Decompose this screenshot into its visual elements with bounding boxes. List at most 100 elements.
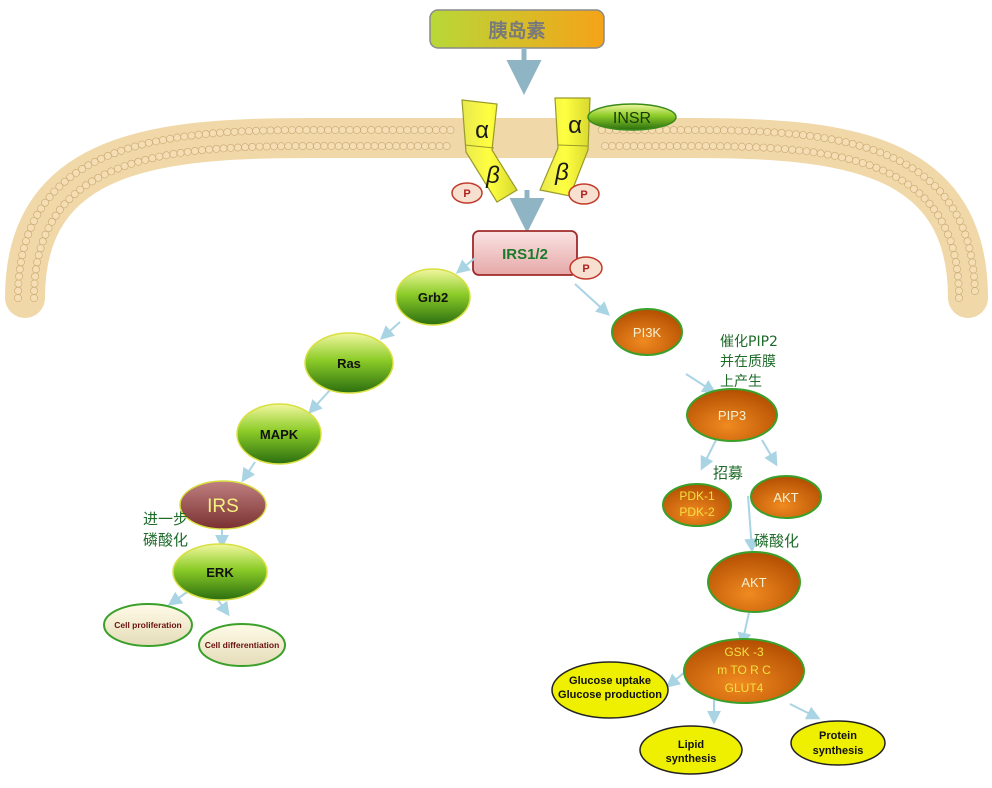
lipid-head xyxy=(709,142,717,150)
lipid-head xyxy=(324,126,332,134)
lipid-head xyxy=(902,160,911,169)
lipid-head xyxy=(694,142,703,150)
lipid-head xyxy=(680,142,689,150)
lipid-head xyxy=(241,143,249,152)
lipid-head xyxy=(114,164,122,173)
lipid-head xyxy=(298,142,307,150)
further-phosphorylation-note: 进一步 磷酸化 xyxy=(143,510,188,549)
lipid-head xyxy=(752,143,761,152)
svg-text:synthesis: synthesis xyxy=(666,753,717,765)
lipid-head xyxy=(741,126,750,135)
lipid-head xyxy=(244,127,253,136)
lipid-head xyxy=(955,293,963,302)
lipid-head xyxy=(713,126,721,135)
svg-text:Protein: Protein xyxy=(819,730,857,742)
lipid-head xyxy=(802,147,811,156)
lipid-head xyxy=(19,244,28,252)
lipid-head xyxy=(788,145,797,154)
lipid-head xyxy=(698,126,707,134)
lipid-head xyxy=(367,126,376,134)
lipid-head xyxy=(954,279,963,288)
lipid-head xyxy=(784,129,793,138)
lipid-head xyxy=(152,137,160,146)
lipid-head xyxy=(889,154,898,162)
lipid-head xyxy=(176,148,185,157)
lipid-head xyxy=(809,148,818,157)
svg-text:synthesis: synthesis xyxy=(813,745,864,757)
lipid-head xyxy=(716,142,725,151)
lipid-head xyxy=(910,184,918,193)
lipid-head xyxy=(630,142,638,150)
lipid-head xyxy=(662,126,671,134)
lipid-head xyxy=(738,142,746,151)
beta-label-left: β xyxy=(485,162,500,189)
lipid-head xyxy=(952,210,961,219)
lipid-head xyxy=(50,187,59,196)
lipid-head xyxy=(14,294,22,302)
lipid-head xyxy=(948,244,957,252)
lipid-head xyxy=(45,193,54,201)
receptor-right-subunit: α β xyxy=(539,97,591,197)
targets-node: GSK -3 m TO R C GLUT4 xyxy=(683,638,805,704)
lipid-head xyxy=(32,265,40,274)
lipid-head xyxy=(637,142,645,150)
lipid-head xyxy=(766,144,775,152)
lipid-head xyxy=(439,126,448,134)
lipid-head xyxy=(162,151,171,160)
lipid-head xyxy=(885,169,894,178)
lipid-head xyxy=(813,132,822,141)
lipid-head xyxy=(872,163,881,172)
lipid-head xyxy=(687,142,696,150)
svg-text:催化PIP2: 催化PIP2 xyxy=(720,334,778,350)
lipid-head xyxy=(930,205,938,214)
svg-text:PDK-1: PDK-1 xyxy=(679,489,715,503)
lipid-head xyxy=(969,265,978,274)
lipid-head xyxy=(958,223,967,232)
lipid-head xyxy=(446,126,455,134)
lipid-head xyxy=(370,142,379,150)
lipid-head xyxy=(48,217,56,226)
lipid-head xyxy=(309,126,318,134)
svg-text:并在质膜: 并在质膜 xyxy=(720,354,776,370)
ras-label: Ras xyxy=(337,356,361,371)
lipid-head xyxy=(70,190,79,198)
lipid-head xyxy=(212,144,221,153)
lipid-head xyxy=(190,147,199,155)
lipid-head xyxy=(31,272,39,281)
lipid-head xyxy=(702,142,710,150)
lipid-head xyxy=(904,180,913,189)
lipid-head xyxy=(963,237,972,246)
lipid-head xyxy=(770,128,779,137)
alpha-label-right: α xyxy=(568,112,582,139)
lipid-head xyxy=(432,126,440,134)
lipid-head xyxy=(403,126,412,134)
lipid-head xyxy=(295,126,304,134)
lipid-head xyxy=(858,159,867,167)
insr-badge: INSR xyxy=(587,103,677,131)
lipid-head xyxy=(898,176,907,185)
lipid-head xyxy=(201,130,210,138)
lipid-head xyxy=(137,140,146,149)
pip3-label: PIP3 xyxy=(718,408,746,423)
lipid-head xyxy=(399,142,408,150)
lipid-head xyxy=(823,150,832,159)
lipid-head xyxy=(658,142,667,150)
phospho-irs12: P xyxy=(569,256,603,280)
lipid-head xyxy=(953,265,961,273)
lipid-head xyxy=(759,143,768,152)
lipid-head xyxy=(30,279,39,288)
lipid-head xyxy=(410,126,419,134)
lipid-head xyxy=(226,143,235,152)
lipid-head xyxy=(117,146,126,155)
lipid-head xyxy=(21,237,30,246)
lipid-head xyxy=(209,129,217,138)
insulin-box: 胰岛素 xyxy=(429,9,605,49)
lipid-head xyxy=(363,142,372,150)
lipid-head xyxy=(834,136,843,145)
mapk-label: MAPK xyxy=(260,427,299,442)
ras-node: Ras xyxy=(304,332,394,394)
lipid-head xyxy=(24,230,33,239)
insr-label: INSR xyxy=(613,110,651,127)
lipid-head xyxy=(305,142,314,150)
akt-small-label: AKT xyxy=(773,490,798,505)
